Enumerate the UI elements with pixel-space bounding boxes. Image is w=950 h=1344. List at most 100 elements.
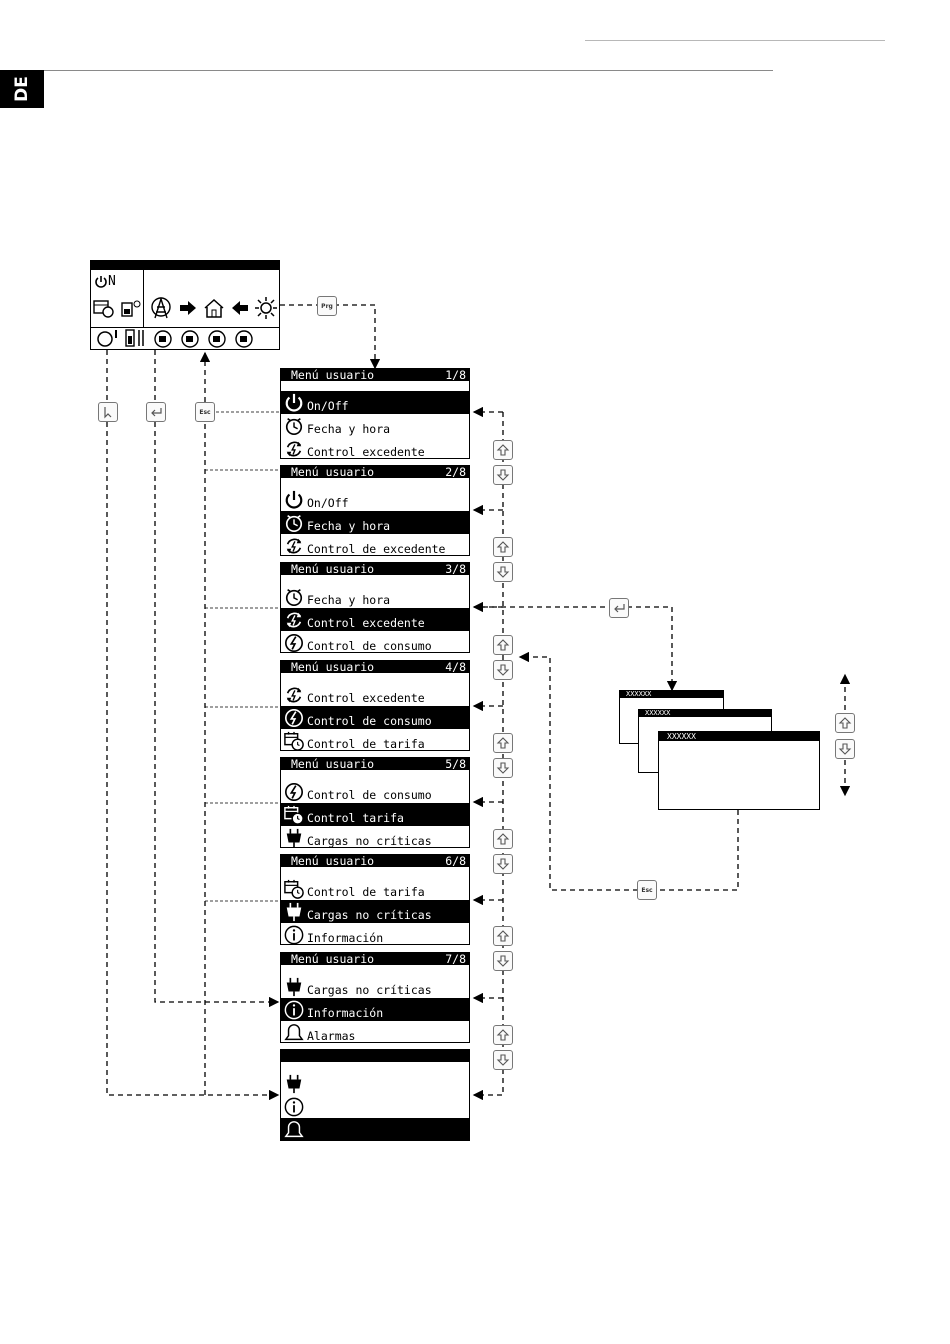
enter-icon (614, 604, 625, 613)
down-key[interactable] (493, 951, 513, 971)
arrow-up-icon (496, 639, 510, 651)
menu-item[interactable]: Control de consumo (281, 631, 469, 654)
arrow-down-icon (496, 469, 510, 481)
plug-4-icon (235, 330, 253, 348)
plug-3-icon (208, 330, 226, 348)
arrow-up-icon (496, 833, 510, 845)
menu-spacer (281, 575, 469, 585)
menu-page-indicator: 1/8 (445, 368, 466, 382)
enter-key-submenu[interactable] (609, 598, 629, 618)
menu-item[interactable]: Control tarifa (281, 803, 469, 826)
down-key[interactable] (493, 465, 513, 485)
up-key[interactable] (493, 733, 513, 753)
up-key[interactable] (493, 635, 513, 655)
cursor-key[interactable] (98, 402, 118, 422)
menu-item-label: Fecha y hora (307, 519, 391, 533)
menu-item-label: Alarmas (307, 1029, 356, 1043)
menu-item[interactable] (281, 1095, 469, 1118)
menu-item[interactable]: Control de excedente (281, 534, 469, 557)
down-key[interactable] (493, 660, 513, 680)
menu-item[interactable]: On/Off (281, 488, 469, 511)
arrow-left-icon (232, 301, 248, 315)
menu-item[interactable]: Información (281, 998, 469, 1021)
menu-title: Menú usuario (291, 660, 375, 674)
menu-item[interactable]: Cargas no críticas (281, 975, 469, 998)
menu-item-label: Control de consumo (307, 788, 432, 802)
menu-item-label: Información (307, 1006, 384, 1020)
down-key-submenu[interactable] (835, 739, 855, 759)
plug-icon (281, 901, 307, 923)
menu-item[interactable]: Control de consumo (281, 706, 469, 729)
submenu-screen-3: XXXXXX (658, 731, 820, 810)
header-rule-top (585, 40, 885, 41)
up-key[interactable] (493, 1025, 513, 1045)
menu-item[interactable]: Control excedente (281, 608, 469, 631)
up-key-submenu[interactable] (835, 713, 855, 733)
home-on-status: N (94, 274, 116, 289)
arrow-up-icon (838, 717, 852, 729)
down-key[interactable] (493, 1050, 513, 1070)
menu-item[interactable] (281, 1072, 469, 1095)
menu-spacer (281, 867, 469, 877)
info-icon (281, 924, 307, 946)
menu-title: Menú usuario (291, 368, 375, 382)
refresh-alert-icon (97, 330, 117, 347)
menu-item-label: Control tarifa (307, 811, 404, 825)
surplus-icon (281, 535, 307, 557)
info-icon (281, 1096, 307, 1118)
menu-item[interactable]: Control excedente (281, 683, 469, 706)
plug-1-icon (154, 330, 172, 348)
up-key[interactable] (493, 440, 513, 460)
calendar-clock-icon (93, 300, 114, 318)
prg-key[interactable]: Prg (317, 296, 337, 316)
house-icon (204, 298, 224, 318)
down-key[interactable] (493, 758, 513, 778)
menu-item-label: Cargas no críticas (307, 908, 432, 922)
menu-item-label: Control de excedente (307, 542, 446, 556)
menu-page-indicator: 2/8 (445, 465, 466, 479)
menu-item[interactable]: Control de tarifa (281, 729, 469, 752)
plug-icon (281, 1073, 307, 1095)
menu-item[interactable]: Control de consumo (281, 780, 469, 803)
menu-item[interactable]: Fecha y hora (281, 414, 469, 437)
menu-item[interactable]: Información (281, 923, 469, 946)
arrow-up-icon (496, 541, 510, 553)
down-key[interactable] (493, 854, 513, 874)
menu-item-label: Información (307, 931, 384, 945)
menu-item[interactable]: Fecha y hora (281, 585, 469, 608)
arrow-down-icon (496, 664, 510, 676)
menu-title: Menú usuario (291, 854, 375, 868)
esc-key[interactable]: Esc (195, 402, 215, 422)
bell-icon (281, 1119, 307, 1141)
down-key[interactable] (493, 562, 513, 582)
menu-item[interactable] (281, 1118, 469, 1141)
up-key[interactable] (493, 926, 513, 946)
menu-title: Menú usuario (291, 562, 375, 576)
info-icon (281, 999, 307, 1021)
cursor-icon (104, 407, 112, 419)
up-key[interactable] (493, 537, 513, 557)
menu-item[interactable]: Cargas no críticas (281, 900, 469, 923)
menu-item[interactable]: Alarmas (281, 1021, 469, 1044)
menu-item-label: Cargas no críticas (307, 834, 432, 848)
menu-item[interactable]: On/Off (281, 391, 469, 414)
arrow-up-icon (496, 1029, 510, 1041)
power-icon (95, 275, 107, 288)
up-key[interactable] (493, 829, 513, 849)
esc-key-submenu[interactable]: Esc (637, 880, 657, 900)
arrow-down-icon (496, 955, 510, 967)
menu-item[interactable]: Control de tarifa (281, 877, 469, 900)
arrow-down-icon (496, 1054, 510, 1066)
menu-item[interactable]: Control excedente (281, 437, 469, 460)
menu-item[interactable]: Cargas no críticas (281, 826, 469, 849)
menu-item[interactable]: Fecha y hora (281, 511, 469, 534)
enter-key[interactable] (146, 402, 166, 422)
